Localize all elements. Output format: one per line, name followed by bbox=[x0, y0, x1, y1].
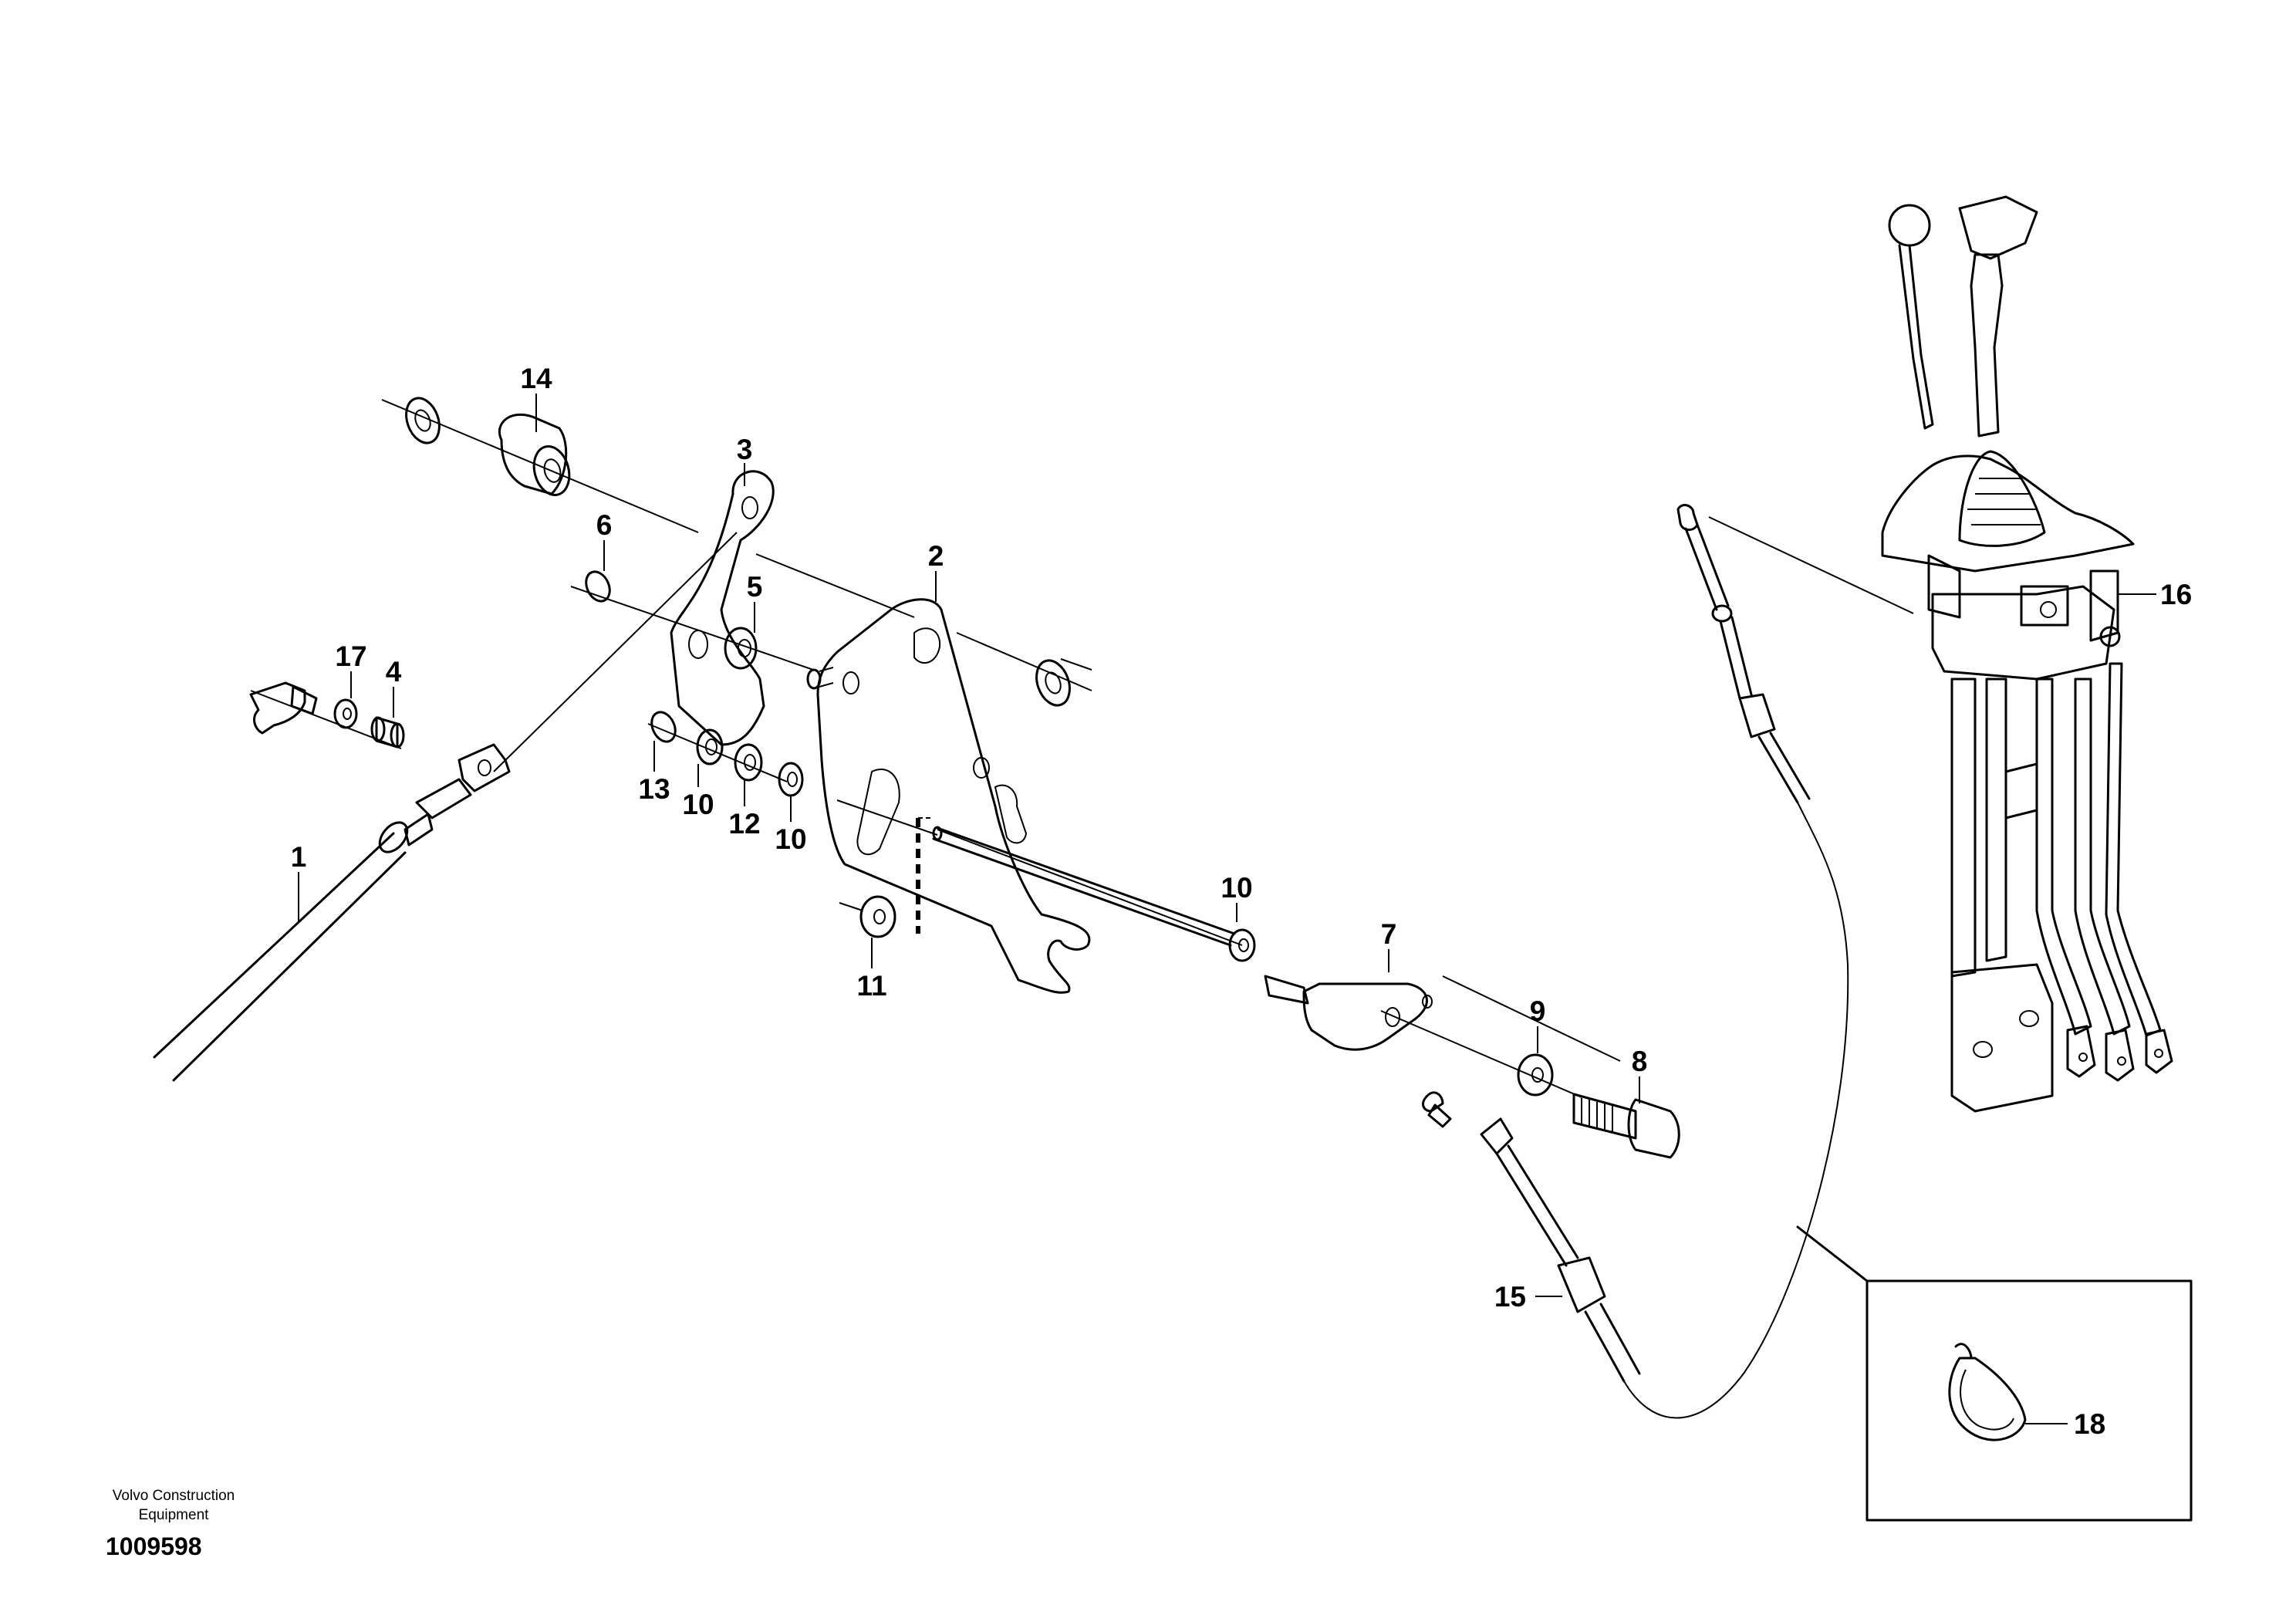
part-9-washer bbox=[1517, 1053, 1554, 1097]
callout-18: 18 bbox=[2074, 1408, 2105, 1440]
part-10-rod-nut bbox=[1228, 928, 1256, 962]
callout-1: 1 bbox=[291, 841, 307, 873]
manufacturer-line-2: Equipment bbox=[138, 1507, 209, 1523]
callout-11: 11 bbox=[856, 970, 886, 1002]
callout-17: 17 bbox=[335, 640, 366, 672]
callout-13: 13 bbox=[638, 773, 670, 805]
callout-8: 8 bbox=[1632, 1046, 1648, 1077]
callout-2: 2 bbox=[928, 540, 944, 572]
callout-labels: 14 3 6 5 2 17 4 1 13 10 12 10 11 10 7 9 … bbox=[291, 363, 2192, 1440]
callout-5: 5 bbox=[747, 571, 763, 603]
part-5-spacer bbox=[724, 627, 758, 670]
callout-12: 12 bbox=[728, 808, 760, 840]
part-18-detail-box bbox=[1796, 1225, 2193, 1522]
part-2-bracket bbox=[806, 598, 1091, 994]
part-17-clevis-pin bbox=[249, 681, 358, 735]
callout-10-b: 10 bbox=[775, 823, 806, 855]
part-15-cable bbox=[1422, 802, 1849, 1419]
leader-lines bbox=[298, 394, 2156, 1424]
dashed-reference bbox=[916, 817, 934, 934]
callout-9: 9 bbox=[1530, 995, 1546, 1027]
callout-4: 4 bbox=[386, 656, 402, 688]
parts-13-10-12-10-stack bbox=[650, 711, 804, 797]
connecting-rod bbox=[932, 826, 1236, 947]
part-1-cable bbox=[153, 743, 511, 1082]
manufacturer-label: Volvo Construction Equipment bbox=[77, 1486, 270, 1525]
part-4-sleeve bbox=[370, 716, 405, 748]
manufacturer-line-1: Volvo Construction bbox=[112, 1488, 235, 1504]
part-16-control-unit bbox=[1881, 195, 2173, 1113]
callout-10-a: 10 bbox=[682, 789, 714, 820]
callout-7: 7 bbox=[1381, 918, 1397, 950]
callout-6: 6 bbox=[596, 509, 613, 541]
assembly-axes bbox=[250, 399, 1914, 1098]
part-3-lever bbox=[670, 470, 775, 746]
part-7-rod-end bbox=[1264, 975, 1433, 1051]
callout-3: 3 bbox=[737, 434, 753, 465]
part-6-circlip bbox=[585, 570, 611, 603]
bracket-washer bbox=[1035, 659, 1071, 707]
callout-14: 14 bbox=[520, 363, 552, 394]
callout-10-c: 10 bbox=[1221, 872, 1252, 904]
control-cable bbox=[1676, 504, 1811, 804]
callout-16: 16 bbox=[2160, 579, 2192, 610]
part-14-bushing bbox=[405, 397, 571, 496]
callout-15: 15 bbox=[1494, 1281, 1526, 1313]
part-11-washer bbox=[839, 895, 896, 938]
drawing-number: 1009598 bbox=[106, 1532, 202, 1560]
part-8-bolt bbox=[1572, 1093, 1680, 1159]
